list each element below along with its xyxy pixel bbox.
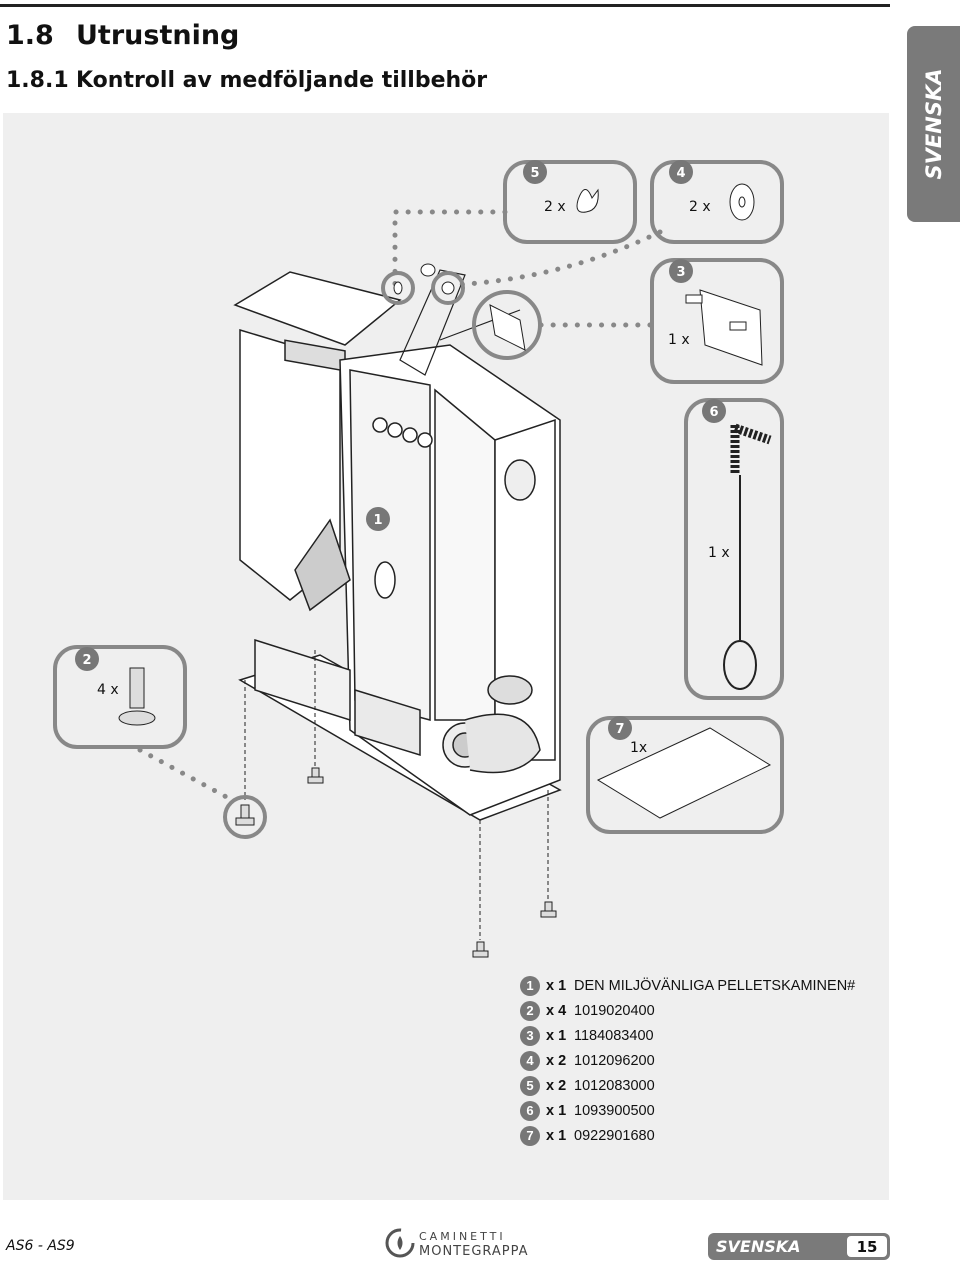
washer-highlight-circle-a <box>381 271 415 305</box>
brush-part <box>723 423 772 690</box>
legend-row: 4 x 2 1012096200 <box>520 1048 855 1073</box>
callout-4-qty: 2 x <box>689 199 711 215</box>
flame-logo-icon <box>385 1228 415 1258</box>
foot-screw-part <box>118 667 156 726</box>
callout-box-4 <box>650 160 784 244</box>
callout-box-2 <box>53 645 187 749</box>
legend-row: 6 x 1 1093900500 <box>520 1098 855 1123</box>
legend-badge: 7 <box>520 1125 540 1146</box>
washer-highlight-circle-b <box>431 271 465 305</box>
legend-text: DEN MILJÖVÄNLIGA PELLETSKAMINEN# <box>574 977 856 994</box>
callout-5-qty: 2 x <box>544 199 566 215</box>
callout-3-number: 3 <box>676 265 685 280</box>
callout-5-number: 5 <box>530 166 539 181</box>
callout-7-number: 7 <box>615 722 624 737</box>
page-number: 15 <box>847 1236 887 1257</box>
legend-qty: x 1 <box>546 1027 567 1044</box>
legend-text: 1019020400 <box>574 1002 655 1019</box>
legend-row: 5 x 2 1012083000 <box>520 1073 855 1098</box>
callout-4-number: 4 <box>676 166 685 181</box>
callout-6-qty: 1 x <box>708 545 730 561</box>
legend-badge: 3 <box>520 1025 540 1046</box>
legend-badge: 6 <box>520 1100 540 1121</box>
legend-qty: x 4 <box>546 1002 567 1019</box>
legend-row: 1 x 1 DEN MILJÖVÄNLIGA PELLETSKAMINEN# <box>520 973 855 998</box>
legend-badge: 2 <box>520 1000 540 1021</box>
callout-2-qty: 4 x <box>97 682 119 698</box>
legend-row: 3 x 1 1184083400 <box>520 1023 855 1048</box>
legend-qty: x 1 <box>546 1102 567 1119</box>
stove-body <box>233 271 562 821</box>
legend-badge: 4 <box>520 1050 540 1071</box>
wing-nut-part <box>576 188 599 213</box>
callout-box-3 <box>650 258 784 384</box>
washer-part <box>729 183 755 221</box>
legend-qty: x 1 <box>546 1127 567 1144</box>
callout-2-number: 2 <box>82 653 91 668</box>
legend-row: 2 x 4 1019020400 <box>520 998 855 1023</box>
callout-badges <box>75 160 726 740</box>
manual-part <box>596 727 772 819</box>
logo-wordmark-bottom: MONTEGRAPPA <box>419 1244 529 1259</box>
feet-screws <box>244 650 557 958</box>
foot-in-circle <box>235 804 255 826</box>
top-rule <box>0 4 890 7</box>
callout-7-qty: 1x <box>630 740 647 756</box>
callout-1-number: 1 <box>373 513 382 528</box>
subsection-number: 1.8.1 <box>6 68 69 93</box>
callout-box-5 <box>503 160 637 244</box>
legend-badge: 1 <box>520 975 540 996</box>
foot-highlight-circle <box>223 795 267 839</box>
legend-text: 1184083400 <box>574 1027 654 1044</box>
model-label: AS6 - AS9 <box>6 1238 75 1254</box>
legend-text: 1012096200 <box>574 1052 655 1069</box>
legend-qty: x 1 <box>546 977 567 994</box>
legend-text: 1012083000 <box>574 1077 655 1094</box>
callout-6-number: 6 <box>709 405 718 420</box>
legend-row: 7 x 1 0922901680 <box>520 1123 855 1148</box>
legend-text: 1093900500 <box>574 1102 655 1119</box>
parts-legend: 1 x 1 DEN MILJÖVÄNLIGA PELLETSKAMINEN# 2 x … <box>520 973 855 1148</box>
language-side-tab: SVENSKA <box>907 26 960 222</box>
callout-3-qty: 1 x <box>668 332 690 348</box>
footer-language-tab: SVENSKA 15 <box>708 1233 890 1260</box>
brand-logo: CAMINETTI MONTEGRAPPA <box>385 1228 528 1262</box>
bracket-plate-part <box>685 289 763 366</box>
small-parts <box>393 263 526 351</box>
section-number: 1.8 <box>6 20 54 51</box>
callout-box-7 <box>586 716 784 834</box>
footer-language-label: SVENSKA <box>716 1237 801 1256</box>
callout-box-6 <box>684 398 784 700</box>
subsection-title: Kontroll av medföljande tillbehör <box>76 68 488 93</box>
legend-text: 0922901680 <box>574 1127 655 1144</box>
legend-qty: x 2 <box>546 1077 567 1094</box>
logo-wordmark-top: CAMINETTI <box>419 1230 506 1243</box>
section-title: Utrustning <box>76 20 240 51</box>
section-heading: 1.8 Utrustning <box>6 20 239 51</box>
legend-qty: x 2 <box>546 1052 567 1069</box>
dotted-connectors <box>137 209 663 803</box>
subsection-heading: 1.8.1 Kontroll av medföljande tillbehör <box>6 68 487 93</box>
bracket-highlight-circle <box>472 290 542 360</box>
legend-badge: 5 <box>520 1075 540 1096</box>
